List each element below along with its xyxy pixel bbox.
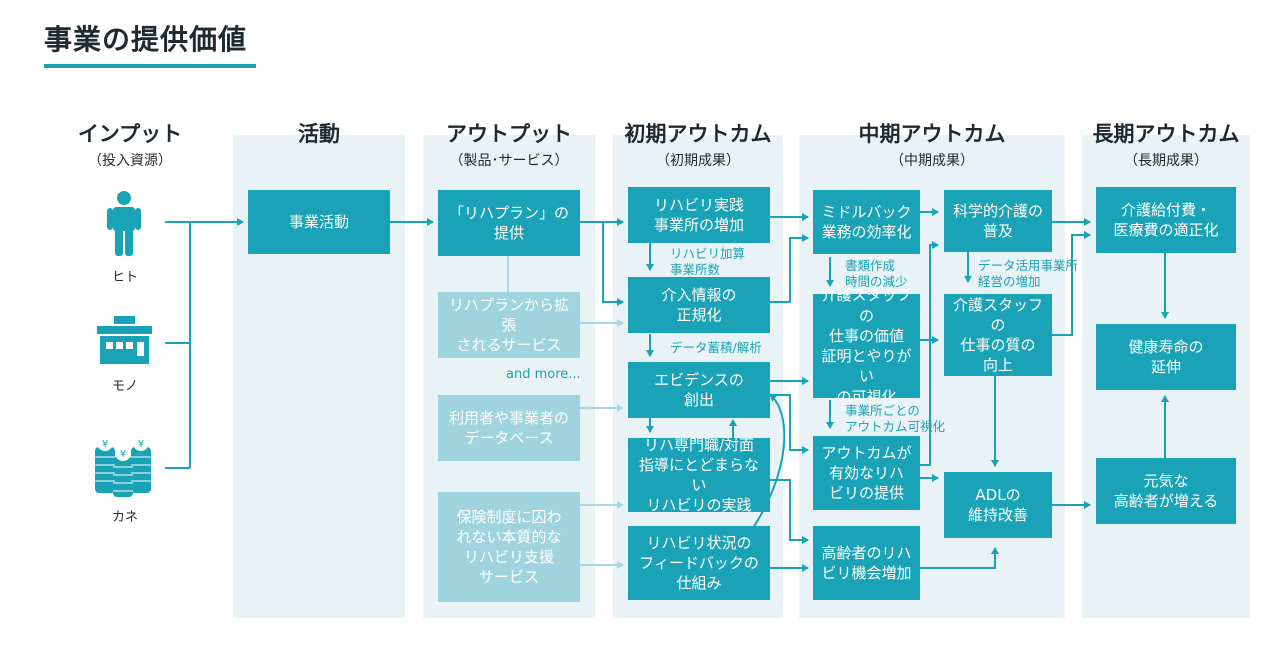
title-underline	[44, 64, 256, 68]
input-label-money: カネ	[111, 510, 138, 525]
note-outcome-visualization: 事業所ごとの アウトカム可視化	[845, 403, 946, 434]
initial-outcome-practice: リハ専門職/対面 指導にとどまらない リハビリの実践	[628, 436, 770, 514]
page-title: 事業の提供価値	[44, 23, 248, 56]
person-icon	[107, 191, 141, 256]
initial-outcome-normalization: 介入情報の 正規化	[628, 277, 770, 333]
initial-outcome-evidence: エビデンスの 創出	[628, 362, 770, 418]
middle-outcome-efficiency: ミドルバック 業務の効率化	[813, 190, 920, 254]
note-rehab-addition: リハビリ加算 事業所数	[670, 246, 746, 277]
input-label-people: ヒト	[111, 270, 138, 285]
column-title-initial: 初期アウトカム	[624, 122, 772, 146]
long-outcome-cost-optimization: 介護給付費・ 医療費の適正化	[1096, 187, 1236, 253]
svg-text:¥: ¥	[120, 449, 126, 460]
and-more-text: and more...	[506, 367, 581, 382]
column-subtitle-long: （長期成果）	[1124, 153, 1208, 169]
middle-outcome-effective-rehab: アウトカムが 有効なリハ ビリの提供	[813, 436, 920, 510]
middle-outcome-opportunities: 高齢者のリハ ビリ機会増加	[813, 526, 920, 600]
middle-outcome-scientific-care: 科学的介護の 普及	[944, 190, 1052, 252]
column-subtitle-output: （製品･サービス）	[449, 153, 569, 169]
svg-text:¥: ¥	[102, 439, 108, 450]
middle-outcome-staff-quality: 介護スタッフの 仕事の質の 向上	[944, 294, 1052, 376]
middle-outcome-adl: ADLの 維持改善	[944, 472, 1052, 538]
output-rehab-plan: 「リハプラン」の 提供	[438, 190, 580, 256]
note-data-management: データ活用事業所 経営の増加	[978, 258, 1079, 289]
initial-outcome-feedback: リハビリ状況の フィードバックの 仕組み	[628, 526, 770, 600]
column-title-input: インプット	[77, 122, 183, 146]
column-title-long: 長期アウトカム	[1092, 122, 1240, 146]
long-outcome-life-expectancy: 健康寿命の 延伸	[1096, 324, 1236, 390]
note-data-analysis: データ蓄積/解析	[670, 340, 762, 355]
activity-box: 事業活動	[248, 190, 390, 254]
column-title-output: アウトプット	[446, 122, 572, 146]
input-label-goods: モノ	[111, 379, 138, 394]
output-insurance-free-support: 保険制度に囚わ れない本質的な リハビリ支援 サービス	[438, 492, 580, 602]
output-database: 利用者や事業者の データベース	[438, 395, 580, 461]
column-subtitle-input: （投入資源）	[88, 153, 172, 169]
output-extended-services: リハプランから拡張 されるサービス	[438, 292, 580, 358]
column-subtitle-initial: （初期成果）	[656, 153, 740, 169]
column-title-middle: 中期アウトカム	[858, 122, 1006, 146]
initial-outcome-facilities-increase: リハビリ実践 事業所の増加	[628, 187, 770, 243]
long-outcome-healthy-elderly: 元気な 高齢者が増える	[1096, 458, 1236, 524]
column-title-activity: 活動	[298, 122, 340, 146]
column-subtitle-middle: （中期成果）	[890, 153, 974, 169]
coins-icon: ¥ ¥ ¥	[95, 435, 151, 497]
svg-text:¥: ¥	[138, 439, 144, 450]
note-document-time: 書類作成 時間の減少	[845, 258, 908, 289]
store-icon	[97, 316, 152, 364]
middle-outcome-staff-value: 介護スタッフの 仕事の価値 証明とやりがい の可視化	[813, 286, 920, 406]
